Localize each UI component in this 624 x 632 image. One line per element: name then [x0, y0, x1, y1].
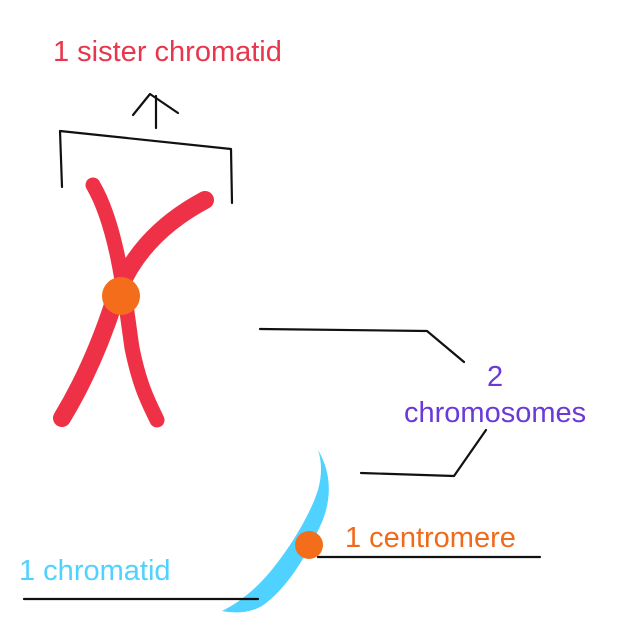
centromere-label: 1 centromere [345, 522, 516, 554]
leader-line-blue-chromosome [359, 428, 488, 478]
chromosomes-word: chromosomes [404, 397, 587, 429]
leader-line-red-chromosome [258, 327, 466, 364]
blue-centromere [295, 531, 323, 559]
blue-chromosome [222, 450, 329, 613]
red-chromosome [53, 177, 214, 428]
arrow-up-icon [131, 92, 180, 130]
chromosomes-label: 2 chromosomes [404, 359, 586, 431]
leader-lines [22, 327, 542, 601]
red-chromatid-left [85, 177, 165, 428]
chromatid-label: 1 chromatid [19, 555, 171, 587]
sister-chromatid-bracket [58, 129, 234, 205]
red-centromere [102, 277, 140, 315]
chromosome-count: 2 [486, 361, 504, 393]
blue-chromatid [222, 450, 329, 613]
bracket-line [58, 129, 234, 205]
sister-chromatid-label: 1 sister chromatid [53, 36, 282, 68]
